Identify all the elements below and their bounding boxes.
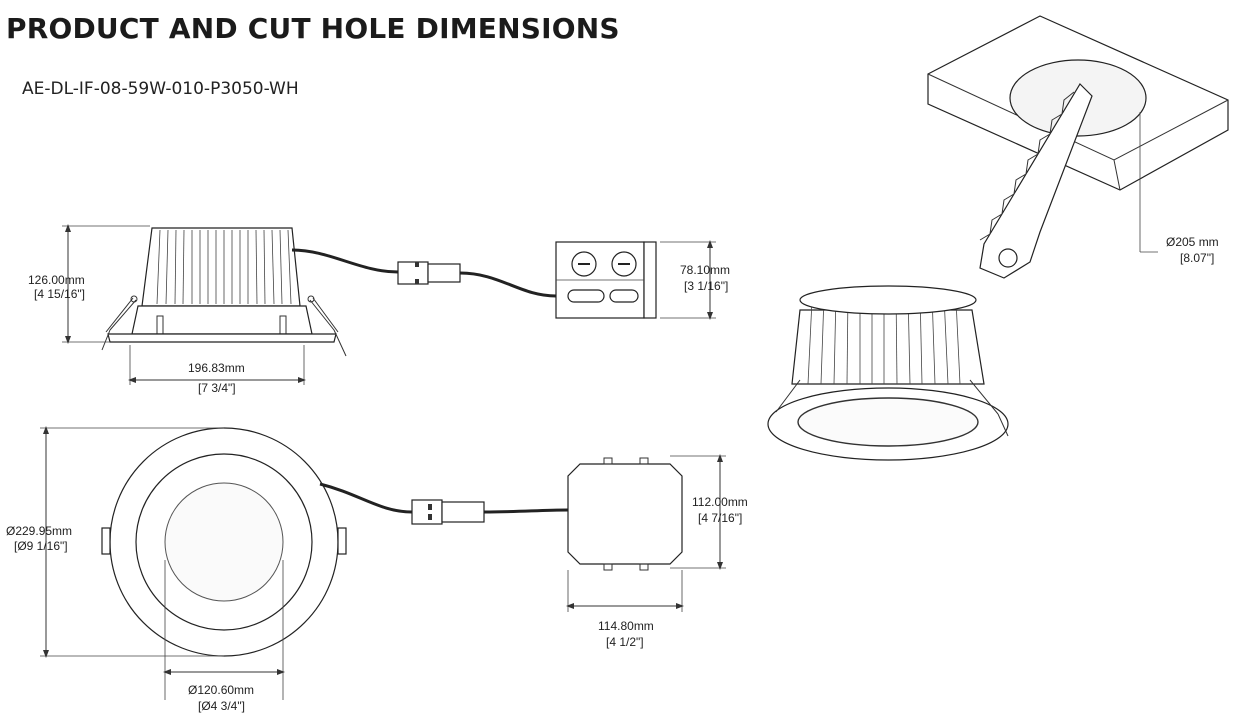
height-label-in: [4 15/16"] [34, 287, 85, 301]
inner-dia-label-in: [Ø4 3/4"] [198, 699, 245, 713]
page-title: PRODUCT AND CUT HOLE DIMENSIONS [6, 12, 620, 45]
perspective-view-downlight [767, 285, 1009, 461]
front-view-downlight [40, 426, 726, 700]
box-height-label-mm: 78.10mm [680, 263, 730, 277]
outer-dia-label-in: [Ø9 1/16"] [14, 539, 68, 553]
width-label-in: [7 3/4"] [198, 381, 236, 395]
cut-hole-view [927, 15, 1229, 279]
cut-hole-label-mm: Ø205 mm [1166, 235, 1219, 249]
box-depth-label-mm: 112.00mm [692, 495, 748, 509]
box-width-label-mm: 114.80mm [598, 619, 654, 633]
outer-dia-label-mm: Ø229.95mm [6, 524, 72, 538]
model-number: AE-DL-IF-08-59W-010-P3050-WH [22, 79, 299, 99]
side-view-downlight [62, 224, 716, 385]
height-label-mm: 126.00mm [28, 273, 85, 287]
box-depth-label-in: [4 7/16"] [698, 511, 742, 525]
box-width-label-in: [4 1/2"] [606, 635, 644, 649]
box-height-label-in: [3 1/16"] [684, 279, 728, 293]
cut-hole-label-in: [8.07"] [1180, 251, 1214, 265]
inner-dia-label-mm: Ø120.60mm [188, 683, 254, 697]
width-label-mm: 196.83mm [188, 361, 245, 375]
